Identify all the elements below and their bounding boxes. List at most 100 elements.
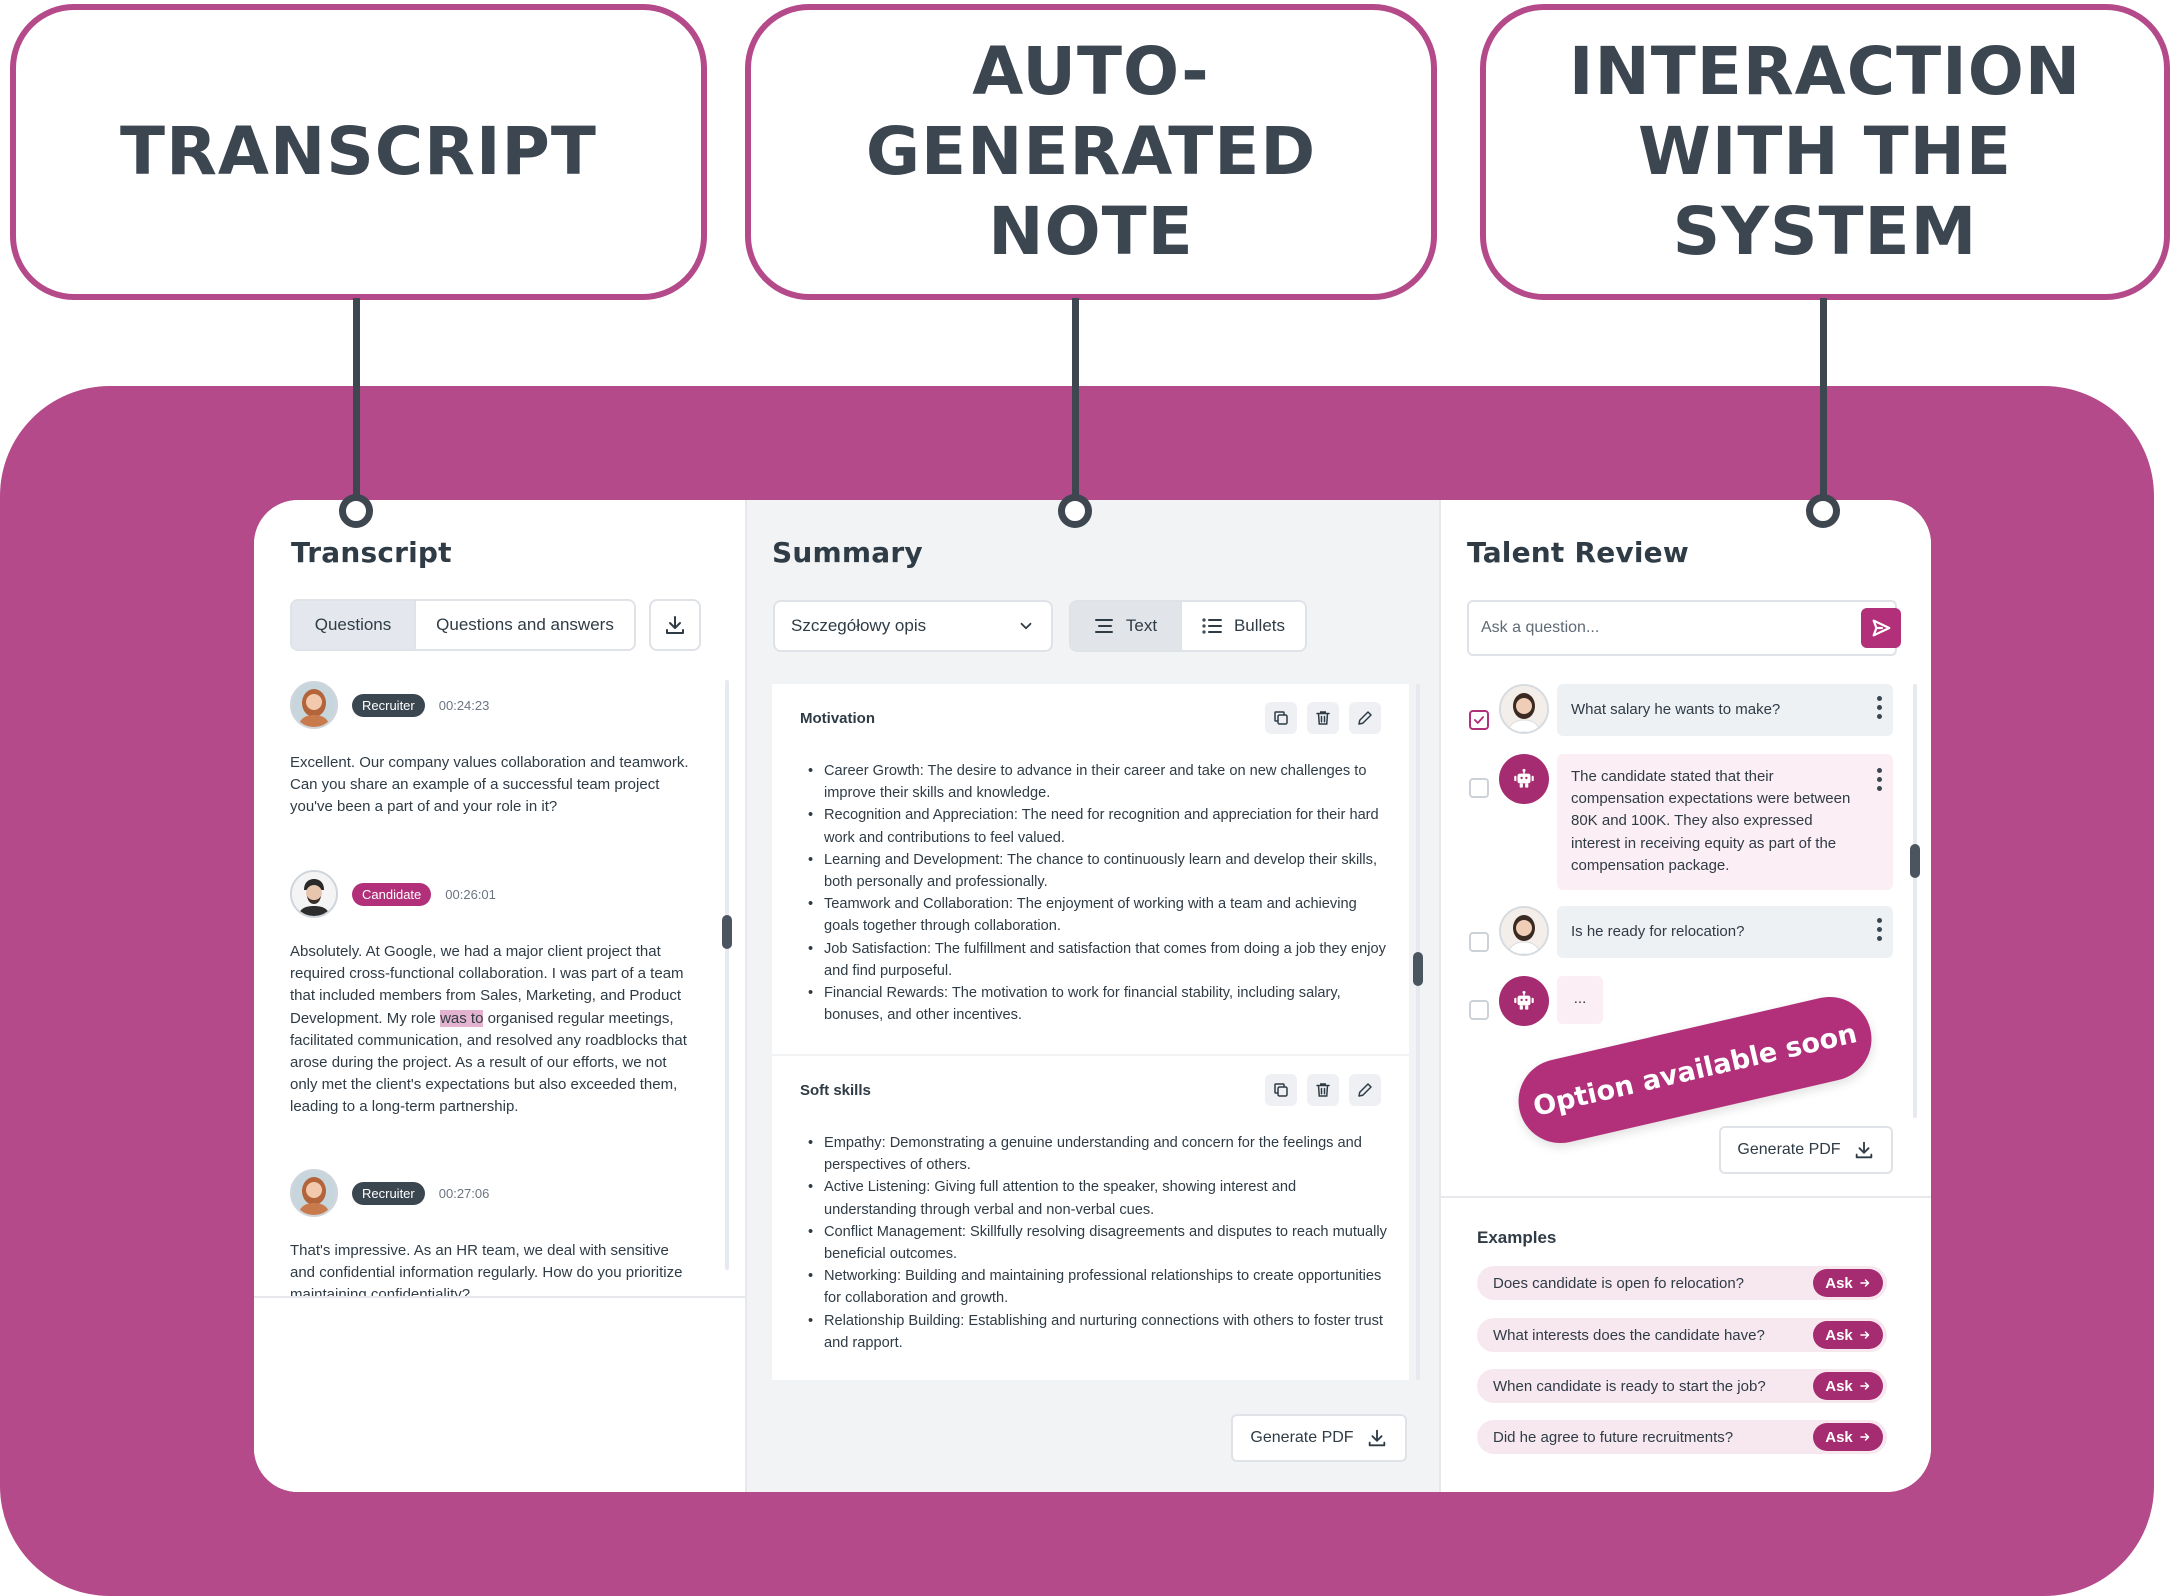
section-bullets: Career Growth: The desire to advance in … (800, 760, 1390, 1026)
example-question: Did he agree to future recruitments? Ask (1477, 1420, 1887, 1454)
message-text-part: organised regular meetings, facilitated … (290, 1009, 687, 1116)
more-options-icon[interactable] (1877, 918, 1883, 941)
generate-pdf-label: Generate PDF (1250, 1429, 1354, 1446)
review-generate-pdf-button[interactable]: Generate PDF (1719, 1126, 1893, 1174)
bullet-item: Learning and Development: The chance to … (800, 849, 1390, 893)
example-question-text: What interests does the candidate have? (1493, 1326, 1765, 1344)
bullet-item: Teamwork and Collaboration: The enjoymen… (800, 893, 1390, 937)
bullet-item: Relationship Building: Establishing and … (800, 1310, 1390, 1354)
more-options-icon[interactable] (1877, 696, 1883, 719)
transcript-scrollbar[interactable] (722, 680, 732, 1270)
arrow-right-icon (1860, 1331, 1870, 1339)
callout-interaction: INTERACTION WITH THE SYSTEM (1480, 4, 2170, 300)
transcript-scroll-thumb[interactable] (722, 915, 732, 949)
copy-button[interactable] (1265, 702, 1297, 734)
dropdown-value: Szczegółowy opis (791, 616, 927, 635)
section-title: Soft skills (800, 1082, 871, 1099)
send-icon (1872, 619, 1891, 637)
callout-transcript-text: TRANSCRIPT (120, 113, 597, 190)
robot-icon (1514, 768, 1534, 788)
select-question-checkbox[interactable] (1469, 710, 1489, 730)
question-bubble: Is he ready for relocation? (1557, 906, 1893, 958)
transcript-message: Recruiter 00:24:23 Excellent. Our compan… (290, 680, 690, 819)
ask-label: Ask (1825, 1326, 1853, 1344)
view-bullets-button[interactable]: Bullets (1180, 602, 1305, 650)
callout-note-text: AUTO-GENERATED NOTE (865, 33, 1317, 270)
bullet-item: Job Satisfaction: The fulfillment and sa… (800, 938, 1390, 982)
connector-dot-transcript (339, 494, 373, 528)
more-options-icon[interactable] (1877, 768, 1883, 791)
answer-bubble: The candidate stated that their compensa… (1557, 754, 1893, 890)
pencil-icon (1358, 711, 1372, 725)
robot-icon (1514, 990, 1534, 1010)
talent-review-panel: Talent Review What salary he wants to ma… (1441, 500, 1931, 1492)
role-badge: Recruiter (352, 693, 425, 717)
examples-title: Examples (1477, 1228, 1557, 1247)
select-answer-checkbox[interactable] (1469, 1000, 1489, 1020)
summary-type-dropdown[interactable]: Szczegółowy opis (773, 600, 1053, 652)
summary-scrollbar[interactable] (1413, 684, 1423, 1380)
example-question-text: Did he agree to future recruitments? (1493, 1428, 1734, 1446)
tab-questions[interactable]: Questions (292, 601, 414, 649)
message-header: Recruiter 00:27:06 (290, 1168, 690, 1218)
question-text: What salary he wants to make? (1571, 700, 1781, 718)
text-align-icon (1094, 619, 1113, 633)
delete-button[interactable] (1307, 1074, 1339, 1106)
bullet-item: Conflict Management: Skillfully resolvin… (800, 1221, 1390, 1265)
section-bullets: Empathy: Demonstrating a genuine underst… (800, 1132, 1390, 1354)
message-text: Absolutely. At Google, we had a major cl… (290, 941, 690, 1119)
select-answer-checkbox[interactable] (1469, 778, 1489, 798)
summary-generate-pdf-button[interactable]: Generate PDF (1231, 1414, 1407, 1462)
copy-icon (1274, 1083, 1288, 1097)
transcript-message: Recruiter 00:27:06 That's impressive. As… (290, 1168, 690, 1307)
trash-icon (1316, 1083, 1330, 1097)
ask-button[interactable]: Ask (1813, 1321, 1883, 1349)
download-icon (666, 616, 684, 634)
view-text-button[interactable]: Text (1071, 602, 1180, 650)
ask-label: Ask (1825, 1274, 1853, 1292)
send-question-button[interactable] (1861, 608, 1901, 648)
transcript-message: Candidate 00:26:01 Absolutely. At Google… (290, 869, 690, 1119)
transcript-panel: Transcript Questions Questions and answe… (254, 500, 745, 1492)
bullet-item: Empathy: Demonstrating a genuine underst… (800, 1132, 1390, 1176)
ask-button[interactable]: Ask (1813, 1372, 1883, 1400)
talent-review-title: Talent Review (1467, 536, 1689, 569)
copy-icon (1274, 711, 1288, 725)
connector-dot-note (1058, 494, 1092, 528)
transcript-title: Transcript (291, 536, 452, 569)
select-question-checkbox[interactable] (1469, 932, 1489, 952)
answer-pending-text: ... (1573, 990, 1587, 1007)
edit-button[interactable] (1349, 1074, 1381, 1106)
download-icon (1368, 1429, 1385, 1447)
transcript-tabs: Questions Questions and answers (290, 599, 636, 651)
tab-questions-and-answers[interactable]: Questions and answers (414, 601, 634, 649)
example-question: When candidate is ready to start the job… (1477, 1369, 1887, 1403)
arrow-right-icon (1860, 1382, 1870, 1390)
arrow-right-icon (1860, 1433, 1870, 1441)
connector-line-note (1072, 298, 1079, 498)
ask-label: Ask (1825, 1428, 1853, 1446)
example-question-text: Does candidate is open fo relocation? (1493, 1274, 1745, 1292)
generate-pdf-label: Generate PDF (1737, 1141, 1841, 1158)
edit-button[interactable] (1349, 702, 1381, 734)
delete-button[interactable] (1307, 702, 1339, 734)
ask-question-input[interactable] (1467, 600, 1897, 656)
role-badge: Recruiter (352, 1181, 425, 1205)
message-text: Excellent. Our company values collaborat… (290, 754, 689, 816)
message-header: Recruiter 00:24:23 (290, 680, 690, 730)
ask-button[interactable]: Ask (1813, 1423, 1883, 1451)
section-title: Motivation (800, 710, 875, 727)
view-bullets-label: Bullets (1233, 616, 1285, 635)
message-timestamp: 00:26:01 (445, 886, 496, 902)
summary-scroll-thumb[interactable] (1413, 952, 1423, 986)
section-actions (1265, 1074, 1381, 1106)
ask-button[interactable]: Ask (1813, 1269, 1883, 1297)
bullet-item: Active Listening: Giving full attention … (800, 1176, 1390, 1220)
chevron-down-icon (1020, 622, 1032, 630)
highlighted-phrase[interactable]: was to (440, 1009, 484, 1027)
transcript-download-button[interactable] (649, 599, 701, 651)
copy-button[interactable] (1265, 1074, 1297, 1106)
review-scrollbar[interactable] (1910, 684, 1920, 1118)
review-scroll-thumb[interactable] (1910, 844, 1920, 878)
connector-dot-interaction (1806, 494, 1840, 528)
